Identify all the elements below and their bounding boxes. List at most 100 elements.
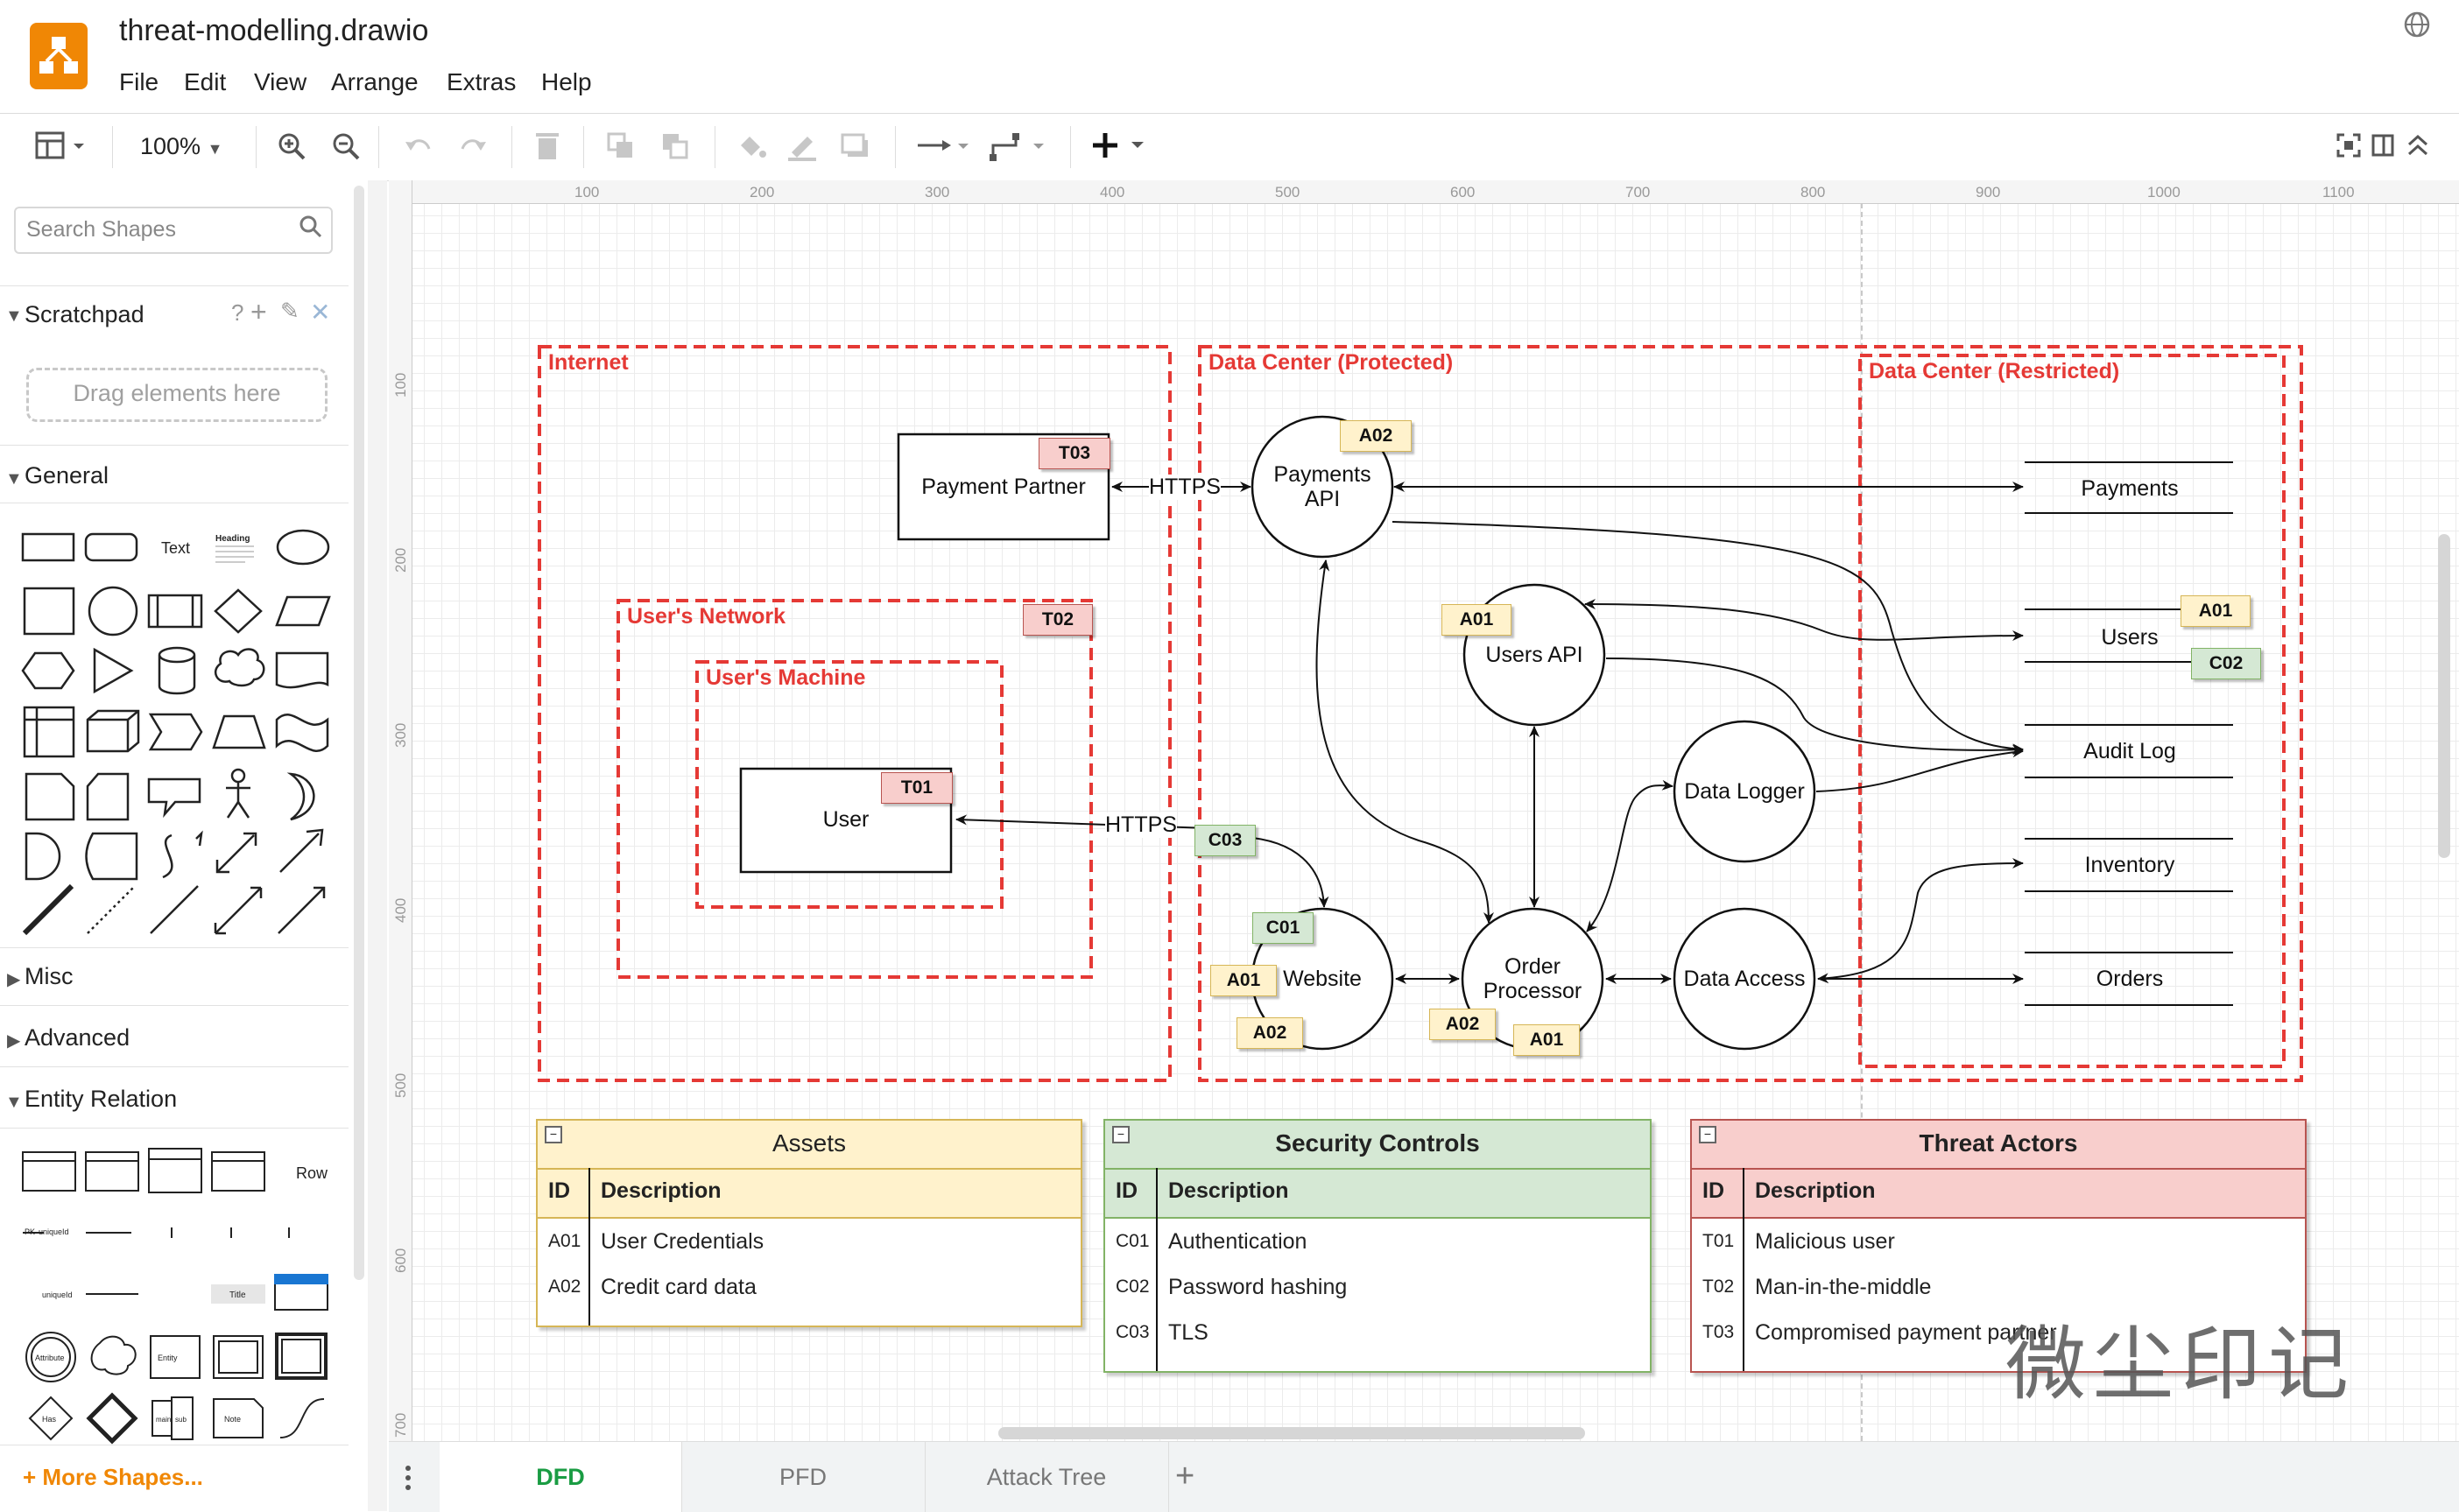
expand-triangle-icon[interactable]: ▶ <box>7 970 21 989</box>
collapse-icon[interactable]: − <box>545 1126 562 1143</box>
tab-dfd[interactable]: DFD <box>440 1442 682 1512</box>
close-icon[interactable]: ✕ <box>310 299 331 326</box>
asset-badge-a01[interactable]: A01 <box>2181 595 2251 627</box>
to-front-icon[interactable] <box>606 131 636 169</box>
zone-label-internet[interactable]: Internet <box>548 350 629 375</box>
zone-label-dc-restricted[interactable]: Data Center (Restricted) <box>1869 359 2120 383</box>
shape-heading: Heading <box>215 534 250 544</box>
data-logger-label[interactable]: Data Logger <box>1684 779 1805 804</box>
assets-table[interactable]: − Assets ID Description A01 User Credent… <box>536 1119 1082 1327</box>
format-panel-toggle-icon[interactable] <box>35 131 88 169</box>
payments-api-label[interactable]: Payments API <box>1273 462 1371 511</box>
website-label[interactable]: Website <box>1283 967 1362 991</box>
advanced-header[interactable]: Advanced <box>25 1024 130 1051</box>
control-badge-c01[interactable]: C01 <box>1252 912 1314 944</box>
collapse-triangle-icon[interactable]: ▼ <box>5 306 23 326</box>
store-audit-log[interactable]: Audit Log <box>2083 739 2176 763</box>
help-icon[interactable]: ? <box>231 299 244 326</box>
zone-label-dc-protected[interactable]: Data Center (Protected) <box>1208 350 1454 375</box>
zone-label-users-machine[interactable]: User's Machine <box>706 665 866 690</box>
collapse-triangle-icon[interactable]: ▼ <box>5 469 23 489</box>
asset-badge-a01[interactable]: A01 <box>1441 604 1511 636</box>
control-badge-c02[interactable]: C02 <box>2191 648 2261 679</box>
menu-arrange[interactable]: Arrange <box>331 68 419 95</box>
edge-label-https[interactable]: HTTPS <box>1105 812 1177 838</box>
asset-badge-a01[interactable]: A01 <box>1513 1024 1580 1056</box>
store-inventory[interactable]: Inventory <box>2084 853 2175 877</box>
misc-header[interactable]: Misc <box>25 963 74 989</box>
more-shapes-link[interactable]: + More Shapes... <box>23 1464 203 1490</box>
zoom-in-icon[interactable] <box>277 131 306 169</box>
file-title[interactable]: threat-modelling.drawio <box>119 14 429 47</box>
add-page-icon[interactable]: + <box>1175 1458 1195 1494</box>
tab-pfd[interactable]: PFD <box>681 1442 926 1512</box>
sidebar-splitter[interactable] <box>368 180 387 1511</box>
redo-icon[interactable] <box>457 131 489 169</box>
undo-icon[interactable] <box>403 131 434 169</box>
fullscreen-icon[interactable] <box>2336 131 2361 165</box>
table-row-id: C03 <box>1116 1322 1150 1342</box>
data-access-label[interactable]: Data Access <box>1683 967 1806 991</box>
zoom-out-icon[interactable] <box>331 131 361 169</box>
store-orders[interactable]: Orders <box>2096 967 2164 991</box>
threat-badge-t03[interactable]: T03 <box>1039 438 1110 469</box>
search-shapes-field[interactable]: Search Shapes <box>14 207 333 254</box>
threat-actors-table[interactable]: − Threat Actors ID Description T01 Malic… <box>1690 1119 2307 1373</box>
pages-menu-icon[interactable] <box>405 1465 412 1495</box>
collapse-icon[interactable] <box>2406 131 2429 165</box>
tab-attack-tree[interactable]: Attack Tree <box>925 1442 1169 1512</box>
store-users[interactable]: Users <box>2101 625 2159 650</box>
format-panel-icon[interactable] <box>2371 131 2394 165</box>
store-payments[interactable]: Payments <box>2081 476 2179 501</box>
table-row-id: C01 <box>1116 1231 1150 1251</box>
collapse-icon[interactable]: − <box>1112 1126 1130 1143</box>
search-input[interactable]: Search Shapes <box>26 217 176 242</box>
collapse-icon[interactable]: − <box>1699 1126 1716 1143</box>
scratchpad-header[interactable]: Scratchpad <box>25 301 144 327</box>
threat-badge-t01[interactable]: T01 <box>881 772 953 804</box>
shadow-icon[interactable] <box>841 133 870 167</box>
sidebar-scrollbar[interactable] <box>354 186 364 1280</box>
asset-badge-a02[interactable]: A02 <box>1340 420 1412 452</box>
security-controls-table[interactable]: − Security Controls ID Description C01 A… <box>1103 1119 1652 1373</box>
asset-badge-a01[interactable]: A01 <box>1210 965 1277 996</box>
payment-partner-label[interactable]: Payment Partner <box>921 475 1086 499</box>
menu-file[interactable]: File <box>119 68 159 95</box>
users-api-label[interactable]: Users API <box>1485 643 1583 667</box>
waypoints-icon[interactable] <box>990 133 1047 169</box>
er-main-label: main <box>156 1416 171 1424</box>
to-back-icon[interactable] <box>660 131 690 169</box>
zone-label-users-network[interactable]: User's Network <box>627 604 786 629</box>
search-icon[interactable] <box>298 214 324 247</box>
entity-relation-header[interactable]: Entity Relation <box>25 1086 178 1112</box>
control-badge-c03[interactable]: C03 <box>1194 825 1256 856</box>
zoom-select[interactable]: 100% ▼ <box>140 133 222 160</box>
globe-icon[interactable] <box>2403 11 2431 46</box>
menu-help[interactable]: Help <box>541 68 592 95</box>
menu-edit[interactable]: Edit <box>184 68 227 95</box>
menu-view[interactable]: View <box>254 68 307 95</box>
insert-plus-icon[interactable] <box>1091 130 1152 169</box>
shape-bidirectional-arrow <box>215 832 257 874</box>
edit-icon[interactable]: ✎ <box>280 298 299 324</box>
connection-style-icon[interactable] <box>916 133 972 167</box>
assets-header-row <box>538 1168 1081 1219</box>
menu-extras[interactable]: Extras <box>447 68 517 95</box>
general-header[interactable]: General <box>25 462 109 489</box>
scratchpad-dropzone[interactable]: Drag elements here <box>26 368 328 422</box>
edge-label-https[interactable]: HTTPS <box>1149 475 1221 500</box>
asset-badge-a02[interactable]: A02 <box>1237 1017 1303 1049</box>
order-processor-label[interactable]: Order Processor <box>1483 954 1582 1003</box>
asset-badge-a02[interactable]: A02 <box>1429 1009 1496 1040</box>
table-row-desc: TLS <box>1168 1320 1208 1345</box>
expand-triangle-icon[interactable]: ▶ <box>7 1031 21 1051</box>
line-color-icon[interactable] <box>786 131 818 169</box>
fill-color-icon[interactable] <box>736 131 767 169</box>
user-label[interactable]: User <box>822 807 870 832</box>
delete-icon[interactable] <box>534 130 560 169</box>
threat-badge-t02[interactable]: T02 <box>1023 604 1093 636</box>
collapse-triangle-icon[interactable]: ▼ <box>5 1093 23 1112</box>
vertical-scrollbar[interactable] <box>2438 534 2450 858</box>
add-icon[interactable]: + <box>250 296 267 327</box>
horizontal-scrollbar[interactable] <box>998 1427 1585 1439</box>
